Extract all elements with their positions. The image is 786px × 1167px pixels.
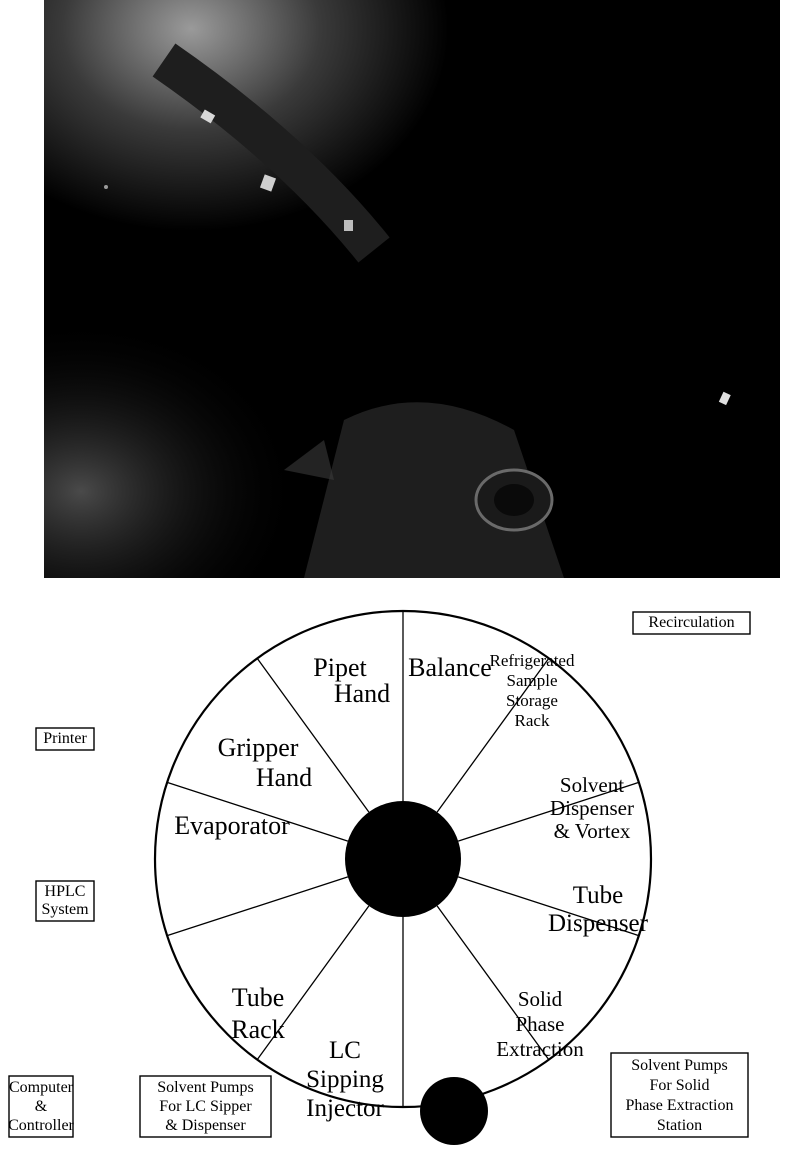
lab-robot-photograph <box>44 0 780 578</box>
peripheral-label-line: Controller <box>8 1117 74 1134</box>
segment-label-line: & Vortex <box>554 819 631 843</box>
segment-label-line: Storage <box>506 691 558 710</box>
segment-label-line: Solid <box>518 987 563 1011</box>
peripheral-label-line: Station <box>657 1117 702 1134</box>
peripheral-computer-controller: Computer & Controller <box>8 1076 74 1137</box>
peripheral-label-line: Recirculation <box>648 614 734 631</box>
peripheral-label-line: Computer <box>9 1079 74 1096</box>
segment-label-line: Sample <box>507 671 558 690</box>
segment-label-line: Hand <box>334 679 390 708</box>
segment-label-line: Sipping <box>306 1066 384 1093</box>
peripheral-label-line: Solvent Pumps <box>631 1057 727 1074</box>
peripheral-label-line: Printer <box>43 730 87 747</box>
segment-label-line: Balance <box>408 653 492 682</box>
center-hub <box>345 801 461 917</box>
segment-label-line: Injector <box>306 1095 384 1122</box>
peripheral-label: Printer <box>43 730 87 747</box>
peripheral-label-line: Solvent Pumps <box>157 1079 253 1096</box>
segment-label-line: Pipet <box>313 653 367 682</box>
segment-label-line: Phase <box>516 1012 565 1036</box>
segment-label-line: LC <box>329 1037 361 1064</box>
peripheral-label-line: & <box>35 1098 48 1115</box>
segment-label-line: Solvent <box>560 773 624 797</box>
peripheral-printer: Printer <box>36 728 94 750</box>
peripheral-label-line: For Solid <box>649 1077 709 1094</box>
segment-label-line: Rack <box>515 711 550 730</box>
peripheral-label-line: Phase Extraction <box>626 1097 734 1114</box>
peripheral-recirculation: Recirculation <box>633 612 750 634</box>
segment-label-line: Evaporator <box>174 811 290 840</box>
segment-label-line: Refrigerated <box>490 651 575 670</box>
segment-label-evaporator: Evaporator <box>174 811 290 840</box>
peripheral-label: Recirculation <box>648 614 734 631</box>
peripheral-label-line: System <box>41 901 89 918</box>
segment-label-line: Extraction <box>496 1037 584 1061</box>
segment-label-line: Tube <box>573 882 624 909</box>
peripheral-label-line: For LC Sipper <box>159 1098 252 1115</box>
segment-label-line: Rack <box>231 1015 284 1044</box>
segment-label-line: Dispenser <box>548 910 649 937</box>
segment-label-line: Hand <box>256 763 312 792</box>
segment-label-balance: Balance <box>408 653 492 682</box>
segment-label-line: Dispenser <box>550 796 634 820</box>
sample-station-dot <box>420 1077 488 1145</box>
peripheral-label-line: HPLC <box>45 883 86 900</box>
segment-label-line: Tube <box>232 983 285 1012</box>
segment-label-line: Gripper <box>218 733 299 762</box>
peripheral-label-line: & Dispenser <box>165 1117 246 1134</box>
